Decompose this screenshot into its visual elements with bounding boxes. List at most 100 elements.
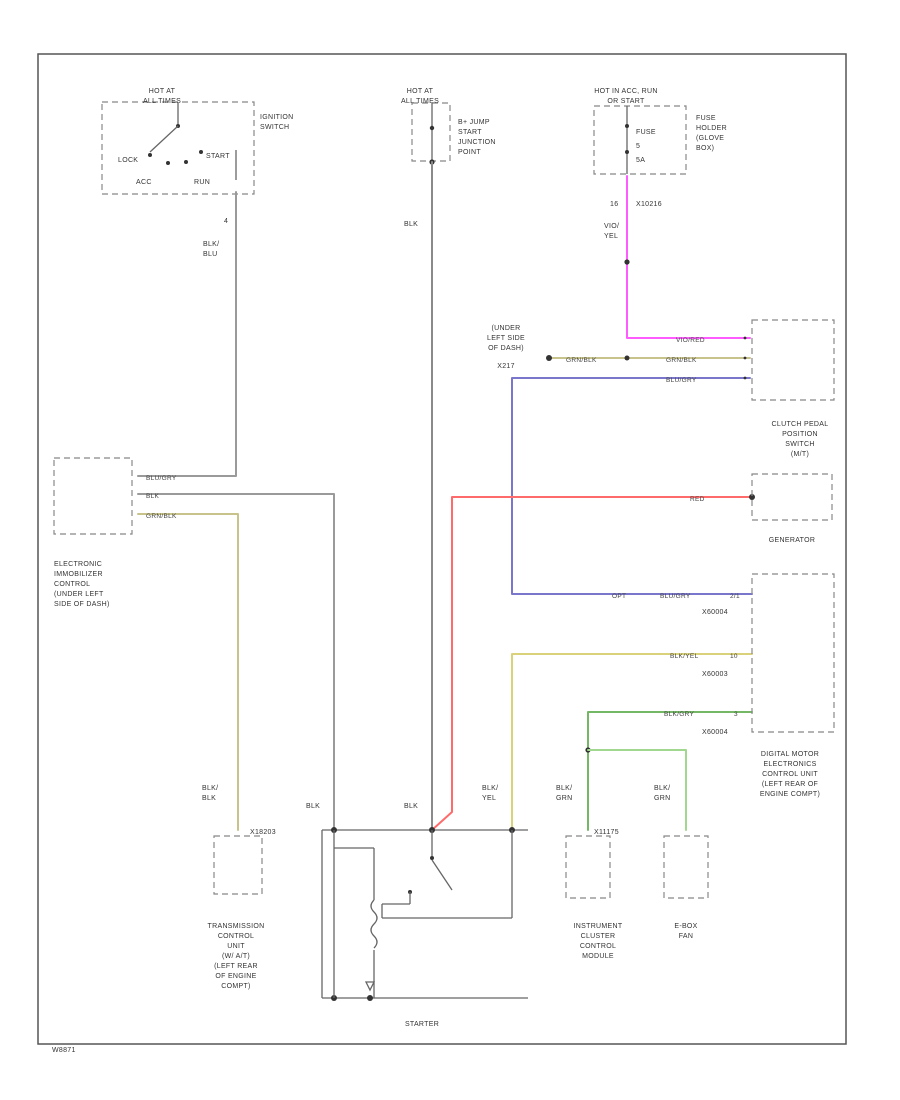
wire-label-viored: VIO/RED xyxy=(676,337,705,344)
wire-label-blugry-dme: BLU/GRY xyxy=(660,593,691,600)
clutch-name-2: POSITION xyxy=(782,431,818,438)
diagram-footer-code: W8871 xyxy=(52,1047,76,1054)
ground-label-1: (UNDER xyxy=(491,325,520,332)
wire-green-dme-ic xyxy=(587,711,753,831)
starter-wire-label-3: BLK/ xyxy=(482,785,498,792)
fuse-hot-label-2: OR START xyxy=(607,98,645,105)
ground-label-4: X217 xyxy=(497,363,515,370)
ews-wire-label-2: BLK xyxy=(146,493,160,500)
ews-name-1: ELECTRONIC xyxy=(54,561,102,568)
ign-start-label: START xyxy=(206,153,230,160)
ignition-hot-label-1: HOT AT xyxy=(149,88,176,95)
wire-red-generator xyxy=(431,496,753,831)
dme-conn-3: X60004 xyxy=(702,729,728,736)
fuse-label-3: 5A xyxy=(636,157,645,164)
ignition-wire-label-2: BLU xyxy=(203,251,218,258)
ic-name-3: CONTROL xyxy=(580,943,616,950)
ebox-wire-label-2: GRN xyxy=(654,795,670,802)
ews-wire-label-3: GRN/BLK xyxy=(146,513,177,520)
fuse-hot-label-1: HOT IN ACC, RUN xyxy=(594,88,658,95)
ews-name-5: SIDE OF DASH) xyxy=(54,601,110,608)
starter: BLK BLK BLK/ YEL STARTER xyxy=(306,785,528,1028)
fuse-holder-name-3: (GLOVE xyxy=(696,135,724,142)
wire-label-blkyel-dme: BLK/YEL xyxy=(670,653,699,660)
ign-lock-label: LOCK xyxy=(118,157,138,164)
wire-label-blkgry-dme: BLK/GRY xyxy=(664,711,695,718)
ign-acc-label: ACC xyxy=(136,179,152,186)
ignition-hot-label-2: ALL TIMES xyxy=(143,98,181,105)
wire-label-grnblk-1: GRN/BLK xyxy=(566,357,597,364)
starter-wire-label-4: YEL xyxy=(482,795,496,802)
fuse-holder: HOT IN ACC, RUN OR START FUSE 5 5A FUSE … xyxy=(593,88,727,240)
instrument-cluster: BLK/ GRN X11175 INSTRUMENT CLUSTER CONTR… xyxy=(556,785,623,960)
starter-name: STARTER xyxy=(405,1021,439,1028)
fuse-label-2: 5 xyxy=(636,143,640,150)
transmission-control-unit: BLK/ BLK X18203 TRANSMISSION CONTROL UNI… xyxy=(202,785,276,990)
ic-wire-label-1: BLK/ xyxy=(556,785,572,792)
ews-name-4: (UNDER LEFT xyxy=(54,591,104,598)
ground-label-3: OF DASH) xyxy=(488,345,524,352)
dme-name-3: CONTROL UNIT xyxy=(762,771,818,778)
ground-label-2: LEFT SIDE xyxy=(487,335,525,342)
fuse-holder-name-1: FUSE xyxy=(696,115,716,122)
wire-blue-clutch-dme xyxy=(511,377,753,595)
tcu-name-2: CONTROL xyxy=(218,933,254,940)
clutch-name-3: SWITCH xyxy=(785,441,814,448)
tcu-wire-label-2: BLK xyxy=(202,795,216,802)
fuse-label-1: FUSE xyxy=(636,129,656,136)
wire-ews-olive xyxy=(137,513,239,831)
wire-yellow-dme xyxy=(511,653,753,831)
bplus-junction: HOT AT ALL TIMES B+ JUMP START JUNCTION … xyxy=(401,88,496,228)
ignition-switch-name-2: SWITCH xyxy=(260,124,289,131)
ebox-name-1: E-BOX xyxy=(674,923,697,930)
clutch-name-1: CLUTCH PEDAL xyxy=(772,421,829,428)
wire-label-opt: OPT xyxy=(612,593,626,600)
tcu-name-5: (LEFT REAR xyxy=(214,963,258,970)
starter-wire-label-2: BLK xyxy=(404,803,418,810)
wire-label-red: RED xyxy=(690,496,705,503)
ignition-pin-label: 4 xyxy=(224,218,228,225)
wire-ews-black xyxy=(137,493,335,831)
clutch-pedal-switch: CLUTCH PEDAL POSITION SWITCH (M/T) xyxy=(751,319,835,458)
fuse-holder-name-2: HOLDER xyxy=(696,125,727,132)
bplus-name-2: START xyxy=(458,129,482,136)
fuse-conn-pin: 16 xyxy=(610,201,618,208)
tcu-name-3: UNIT xyxy=(227,943,245,950)
diagram-frame xyxy=(37,53,847,1045)
ebox-fan: BLK/ GRN E-BOX FAN xyxy=(654,785,709,940)
tcu-name-7: COMPT) xyxy=(221,983,250,990)
ic-conn-label: X11175 xyxy=(594,829,619,836)
wire-label-grnblk-2: GRN/BLK xyxy=(666,357,697,364)
clutch-name-4: (M/T) xyxy=(791,451,809,458)
ews-wire-label-1: BLU/GRY xyxy=(146,475,177,482)
starter-wire-label-1: BLK xyxy=(306,803,320,810)
ic-name-4: MODULE xyxy=(582,953,614,960)
generator: RED GENERATOR xyxy=(690,473,833,544)
dme-pin-1: 2/1 xyxy=(730,593,740,600)
bplus-hot-label-1: HOT AT xyxy=(407,88,434,95)
ebox-wire-label-1: BLK/ xyxy=(654,785,670,792)
bplus-wire-label: BLK xyxy=(404,221,418,228)
bplus-name-3: JUNCTION xyxy=(458,139,496,146)
ic-name-1: INSTRUMENT xyxy=(574,923,623,930)
ignition-switch: HOT AT ALL TIMES LOCK START ACC RUN IGNI… xyxy=(101,88,294,258)
wire-fuse-pink xyxy=(626,175,751,339)
fuse-wire-label-1: VIO/ xyxy=(604,223,619,230)
ignition-wire-label-1: BLK/ xyxy=(203,241,219,248)
wire-label-blugry-top: BLU/GRY xyxy=(666,377,697,384)
tcu-name-4: (W/ A/T) xyxy=(222,953,250,960)
ic-name-2: CLUSTER xyxy=(581,933,616,940)
fuse-wire-label-2: YEL xyxy=(604,233,618,240)
generator-name: GENERATOR xyxy=(769,537,815,544)
dme-name-1: DIGITAL MOTOR xyxy=(761,751,819,758)
ign-run-label: RUN xyxy=(194,179,210,186)
ews-name-3: CONTROL xyxy=(54,581,90,588)
dme-pin-2: 10 xyxy=(730,653,738,660)
dme-conn-2: X60003 xyxy=(702,671,728,678)
dme-name-5: ENGINE COMPT) xyxy=(760,791,820,798)
tcu-wire-label-1: BLK/ xyxy=(202,785,218,792)
tcu-name-6: OF ENGINE xyxy=(215,973,256,980)
ignition-switch-name-1: IGNITION xyxy=(260,114,294,121)
dme-pin-3: 3 xyxy=(734,711,738,718)
